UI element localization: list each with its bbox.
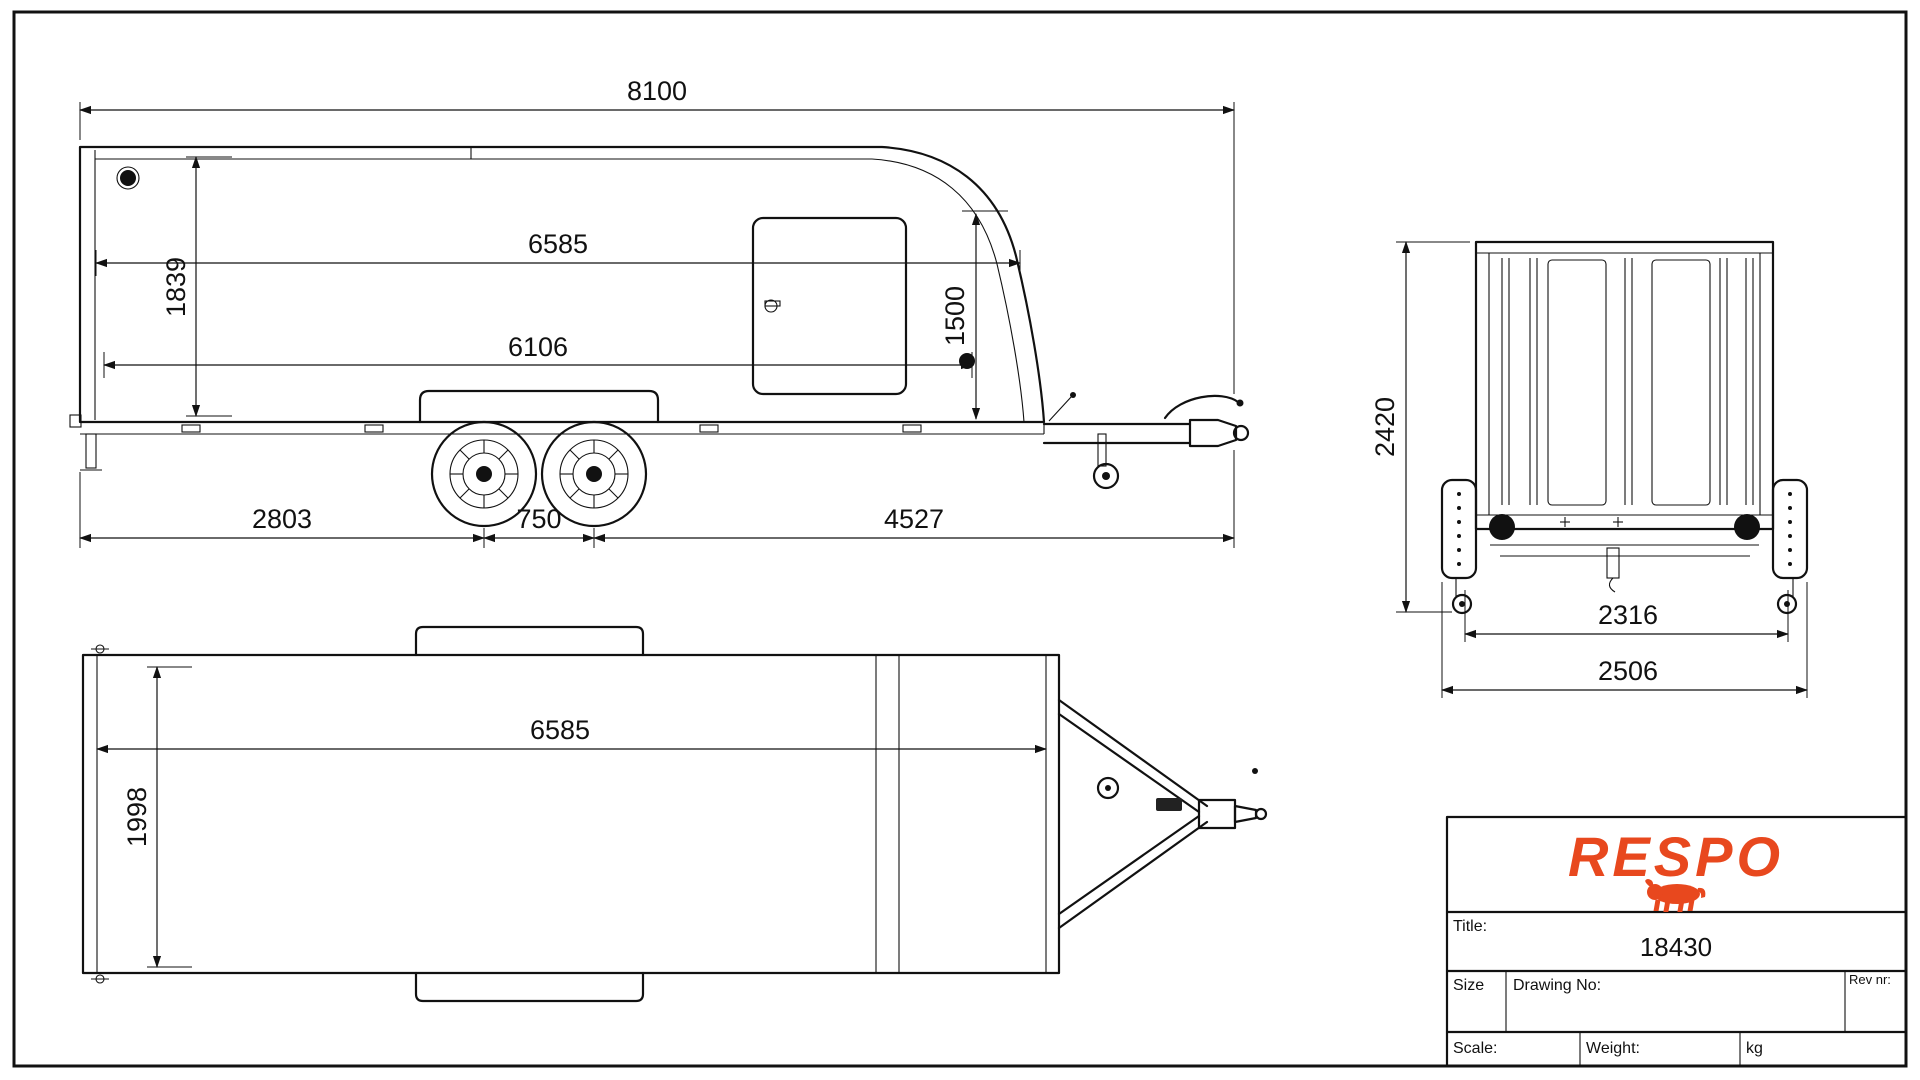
axle-to-coupling-label: 4527 [884,504,944,534]
title-label: Title: [1453,918,1487,935]
rear-chassis [1451,544,1798,615]
rear-tire-left [1489,514,1515,540]
rear-body [1474,240,1775,540]
dim-interior-height: 1839 [161,156,232,417]
weight-label: Weight: [1586,1040,1640,1057]
rating-plate [1156,798,1182,811]
size-label: Size [1453,977,1484,994]
ramp-panel-right [1651,259,1711,506]
dim-top-length: 6585 [96,715,1047,754]
bull-logo-icon [1645,879,1706,912]
side-drawbar [1042,392,1250,448]
rear-hinges [91,644,109,984]
coupling-head [1188,418,1238,448]
scale-label: Scale: [1453,1040,1497,1057]
side-marker-light-icon [959,353,975,369]
dim-body-length: 6585 [95,229,1021,276]
overall-width-label: 2506 [1598,656,1658,686]
top-fender-lower [414,971,645,1003]
top-fender-upper [414,625,645,657]
dim-overall-length: 8100 [79,76,1235,394]
top-jockey-wheel [1096,776,1120,800]
axle-spacing-label: 750 [516,504,561,534]
rear-mudguards [1440,478,1809,580]
side-wheel-left [430,420,538,528]
platform-length-label: 6106 [508,332,568,362]
jockey-wheel [1092,433,1120,490]
side-body [69,145,1046,471]
dim-platform-length: 6106 [103,332,973,378]
overall-length-label: 8100 [627,76,687,106]
rev-label: Rev nr: [1849,972,1891,987]
rear-view: 2420 2316 2506 [1370,240,1809,698]
top-length-label: 6585 [530,715,590,745]
latch-marks [1560,517,1623,527]
dim-top-width: 1998 [122,666,192,968]
top-drawbar [1057,698,1268,930]
side-wheel-right [540,420,648,528]
inner-width-label: 2316 [1598,600,1658,630]
front-marker-light-icon [116,166,140,190]
rear-tire-right [1734,514,1760,540]
ramp-panel-left [1547,259,1607,506]
top-width-label: 1998 [122,787,152,847]
side-view: 8100 6585 1839 6106 1500 [69,76,1250,548]
ramp-rails [1501,258,1754,505]
body-length-label: 6585 [528,229,588,259]
overall-height-label: 2420 [1370,397,1400,457]
dim-front-height: 1500 [940,210,1008,420]
title-block: RESPO Title: 18430 Size Drawing No: Rev … [1445,815,1908,1068]
coupling-handle [1163,394,1240,420]
dim-overall-height: 2420 [1370,241,1470,613]
sheet-border [12,10,1908,1068]
front-height-label: 1500 [940,286,970,346]
title-value: 18430 [1640,932,1712,962]
brand-logo-text: RESPO [1568,825,1784,888]
drawing-no-label: Drawing No: [1513,977,1601,994]
side-door [751,216,908,396]
dim-overall-width: 2506 [1441,582,1808,698]
rear-to-axle-label: 2803 [252,504,312,534]
dim-bottom-row: 2803 750 4527 [79,450,1235,548]
top-body [81,625,1061,1003]
title-block-border [1445,815,1908,1068]
top-view: 6585 1998 [81,625,1268,1003]
rear-jack [1606,547,1620,579]
weight-unit-label: kg [1746,1040,1763,1057]
interior-height-label: 1839 [161,257,191,317]
dim-inner-width: 2316 [1464,590,1789,642]
side-fender [418,389,660,424]
